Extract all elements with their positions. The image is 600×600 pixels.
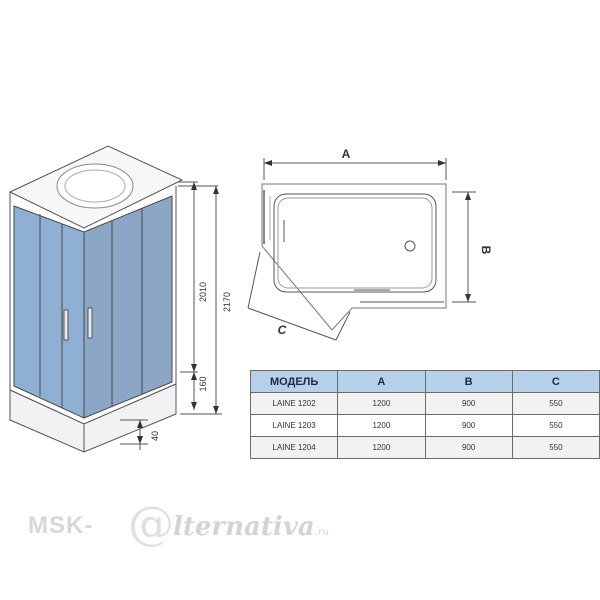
roof-light	[56, 163, 134, 209]
spec-table-header-row: МОДЕЛЬ A B C	[249, 370, 600, 393]
dim-160-label: 160	[198, 376, 208, 391]
a-cell: 1200	[337, 392, 426, 415]
a-cell: 1200	[337, 436, 426, 459]
b-cell: 900	[424, 392, 513, 415]
dim-b-label: B	[479, 246, 493, 255]
dim-40-label: 40	[150, 431, 160, 441]
model-cell: LAINE 1204	[249, 436, 339, 459]
model-cell: LAINE 1203	[249, 414, 339, 437]
c-cell: 550	[511, 436, 600, 459]
plan-outline	[261, 183, 447, 331]
drain-icon	[404, 240, 416, 252]
table-row: LAINE 1202 1200 900 550	[249, 392, 600, 415]
glass-panel-side	[83, 195, 173, 419]
header-c: C	[511, 370, 600, 393]
watermark-logo: MSK- @ lternativa.ru	[28, 496, 368, 556]
door-handle-right	[87, 307, 93, 339]
glass-panel-front	[13, 205, 85, 419]
b-cell: 900	[424, 414, 513, 437]
door-handle-left	[63, 309, 69, 341]
c-cell: 550	[511, 414, 600, 437]
table-row: LAINE 1203 1200 900 550	[249, 414, 600, 437]
spec-table: МОДЕЛЬ A B C LAINE 1202 1200 900 550 LAI…	[249, 370, 600, 459]
dim-2010-label: 2010	[198, 282, 208, 302]
watermark-at-icon: @	[128, 496, 174, 550]
model-cell: LAINE 1202	[249, 392, 339, 415]
header-a: A	[337, 370, 426, 393]
header-model: МОДЕЛЬ	[249, 370, 339, 393]
watermark-word: lternativa.ru	[173, 512, 330, 542]
watermark-prefix: MSK-	[28, 512, 94, 539]
b-cell: 900	[424, 436, 513, 459]
table-row: LAINE 1204 1200 900 550	[249, 436, 600, 459]
dim-2170-label: 2170	[222, 292, 232, 312]
watermark-tld: .ru	[314, 527, 330, 538]
dim-c-label: C	[278, 323, 287, 337]
header-b: B	[424, 370, 513, 393]
cabin-perspective-drawing: 2010 2170 160 40	[8, 145, 232, 453]
dim-a-label: A	[342, 147, 351, 161]
c-cell: 550	[511, 392, 600, 415]
plan-view-drawing: A B C	[247, 147, 493, 341]
plan-tray	[273, 193, 437, 293]
a-cell: 1200	[337, 414, 426, 437]
